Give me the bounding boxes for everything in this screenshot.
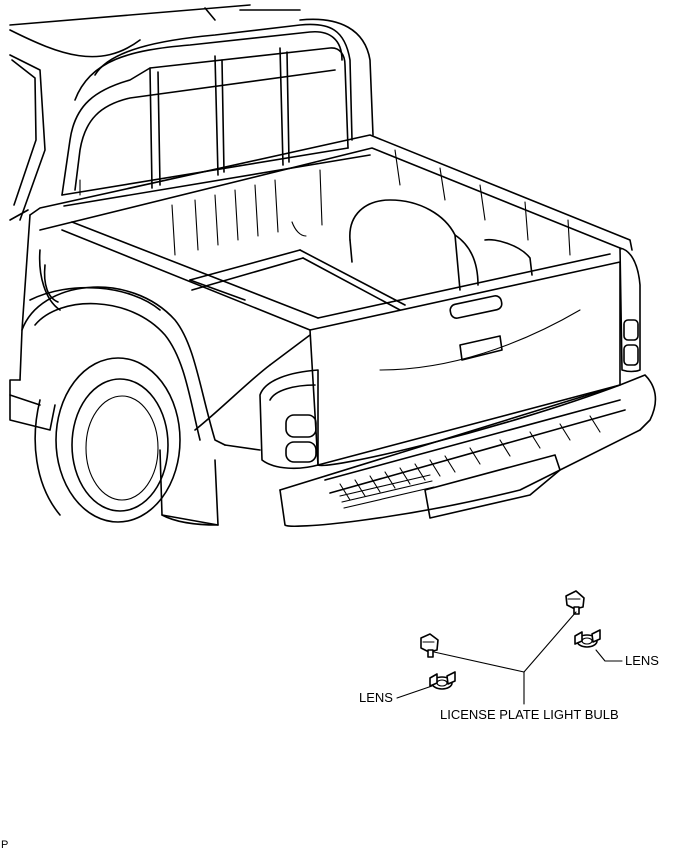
truck-body-side bbox=[9, 214, 311, 451]
tail-light-right bbox=[619, 247, 641, 373]
tail-light-left bbox=[259, 369, 319, 470]
license-plate-light-bulb-left bbox=[420, 633, 439, 658]
tailgate bbox=[309, 261, 621, 467]
leader-lines bbox=[396, 611, 623, 705]
corner-code: P bbox=[1, 839, 9, 851]
rear-wheel bbox=[34, 357, 219, 526]
truck-cab bbox=[9, 4, 374, 221]
rear-bumper bbox=[279, 374, 657, 527]
lens-label-right: LENS bbox=[625, 653, 659, 668]
lens-label-left: LENS bbox=[359, 690, 393, 705]
truck-bed bbox=[29, 134, 633, 331]
rear-window-frame bbox=[61, 47, 371, 207]
lens-right bbox=[574, 629, 601, 648]
lens-left bbox=[429, 671, 456, 690]
bulb-label: LICENSE PLATE LIGHT BULB bbox=[440, 707, 619, 722]
license-plate-light-bulb-right bbox=[565, 590, 585, 615]
